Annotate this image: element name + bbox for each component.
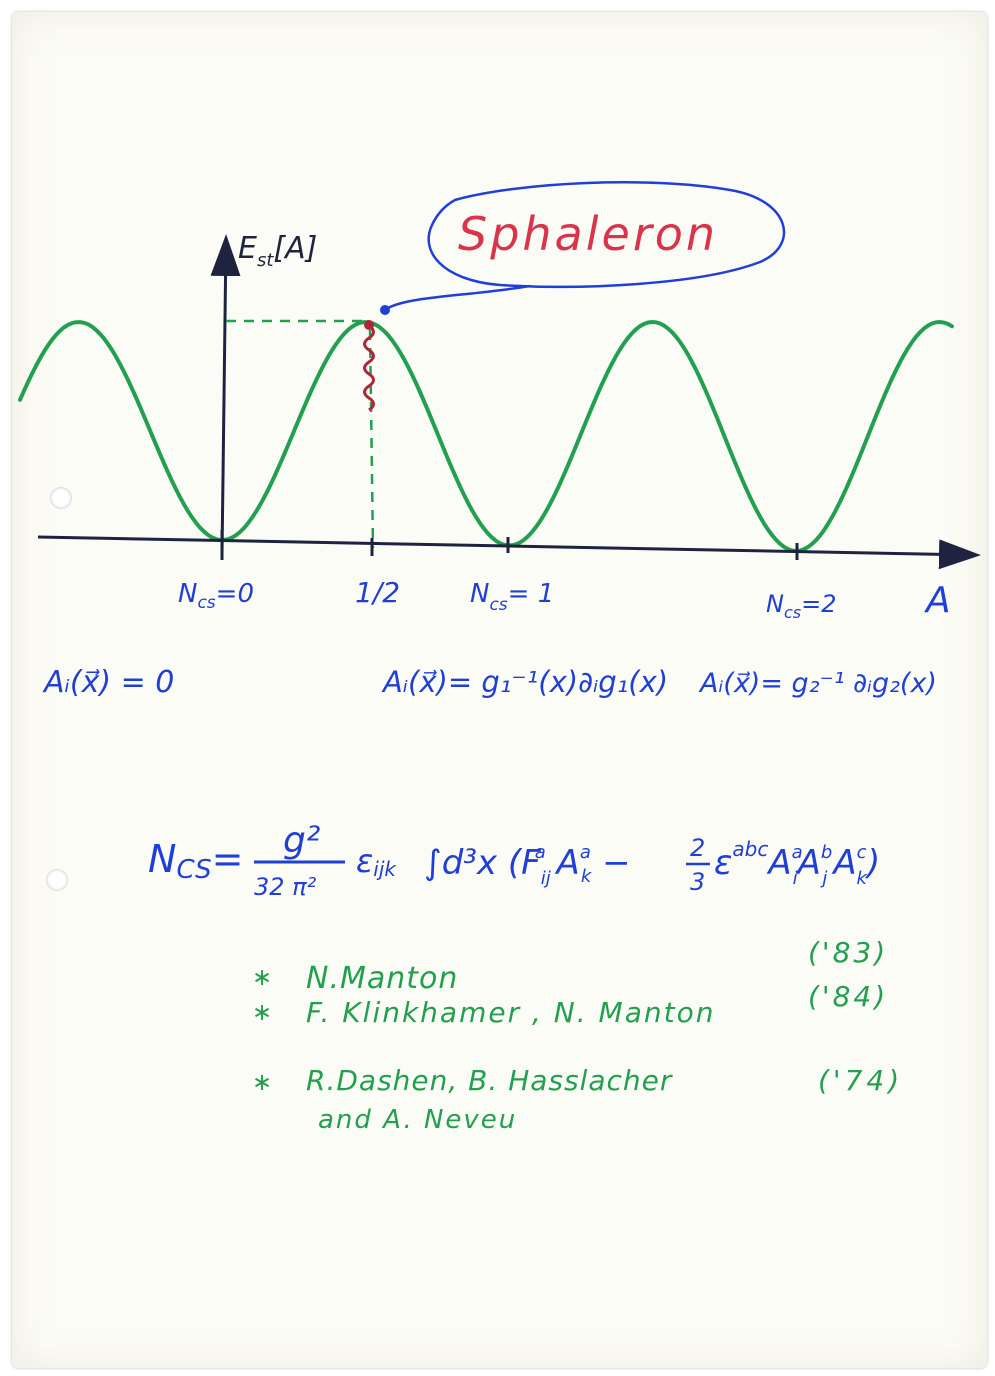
tick-label-ncs0: Ncs=0 bbox=[178, 579, 254, 613]
ncs-fraction-num: g² bbox=[283, 820, 320, 861]
ncs-lhs: NCS= bbox=[148, 837, 243, 885]
y-axis bbox=[210, 234, 241, 556]
energy-curve bbox=[18, 319, 954, 554]
tick-label-ncs1: Ncs= 1 bbox=[470, 579, 554, 615]
y-axis-label: Est[A] bbox=[238, 231, 317, 271]
ref-bullet-1: ∗ bbox=[252, 963, 272, 991]
tick-label-half: 1/2 bbox=[355, 576, 400, 609]
ref-year-3: ('74) bbox=[818, 1064, 903, 1097]
ref-text-1: N.Manton bbox=[306, 961, 458, 996]
callout-text: Sphaleron bbox=[458, 207, 718, 261]
ref-bullet-3: ∗ bbox=[252, 1068, 272, 1096]
ref-text-3b: and A. Neveu bbox=[318, 1105, 517, 1135]
ref-text-2: F. Klinkhamer , N. Manton bbox=[306, 996, 715, 1029]
ref-bullet-2: ∗ bbox=[252, 998, 272, 1026]
paper-sheet bbox=[12, 12, 987, 1368]
callout-pointer-tip bbox=[380, 305, 390, 315]
ncs-two-thirds-den: 3 bbox=[690, 868, 705, 896]
punch-hole-bottom bbox=[46, 869, 68, 891]
sphaleron-point bbox=[364, 320, 374, 330]
ncs-two-thirds-num: 2 bbox=[690, 834, 705, 862]
ref-year-1: ('83) bbox=[808, 936, 888, 969]
references-list: ∗ N.Manton ('83) ∗ F. Klinkhamer , N. Ma… bbox=[252, 936, 903, 1135]
ncs-epsilon: εijk bbox=[356, 842, 397, 881]
sphaleron-wiggle bbox=[363, 324, 375, 412]
ncs-fraction-den: 32 π² bbox=[254, 873, 317, 901]
vacuum-eq-1: Aᵢ(x⃗)= g₁⁻¹(x)∂ᵢg₁(x) bbox=[381, 665, 668, 699]
ref-text-3: R.Dashen, B. Hasslacher bbox=[306, 1064, 673, 1097]
ref-year-2: ('84) bbox=[808, 980, 888, 1013]
punch-hole-top bbox=[50, 487, 72, 509]
dashed-half-line bbox=[368, 329, 375, 549]
vacuum-eq-2: Aᵢ(x⃗)= g₂⁻¹ ∂ᵢg₂(x) bbox=[698, 668, 937, 699]
vacuum-eq-0: Aᵢ(x⃗) = 0 bbox=[42, 665, 174, 700]
tick-label-ncs2: Ncs=2 bbox=[766, 590, 836, 622]
x-axis-label: A bbox=[924, 580, 951, 621]
sphaleron-callout-bubble bbox=[427, 181, 786, 289]
callout-pointer bbox=[387, 284, 531, 310]
